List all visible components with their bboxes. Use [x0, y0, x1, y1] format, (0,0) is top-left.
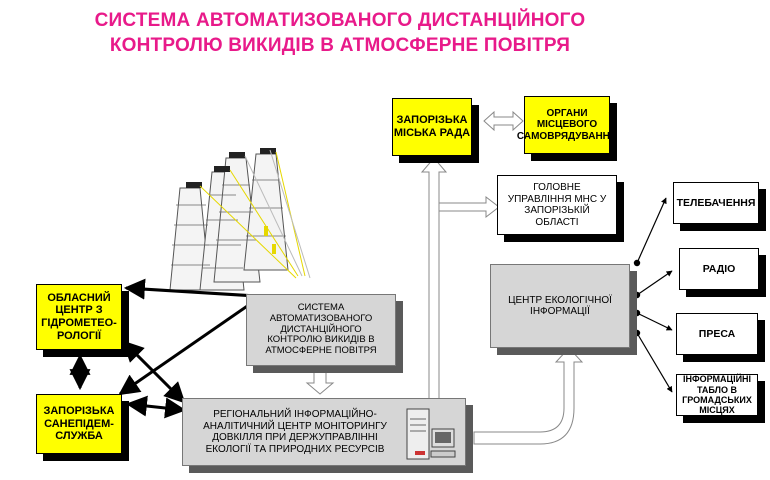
self-government-label: ОРГАНИ МІСЦЕВОГО САМОВРЯДУВАННЯ: [516, 107, 618, 142]
computer-server-icon: [406, 408, 456, 460]
eco-info-center-label: ЦЕНТР ЕКОЛОГІЧНОЇ ІНФОРМАЦІЇ: [508, 294, 612, 318]
public-boards-label: ІНФОРМАЦІЙНІ ТАБЛО В ГРОМАДСЬКИХ МІСЦЯХ: [682, 374, 752, 416]
press-box: ПРЕСА: [676, 313, 758, 355]
city-council-label: ЗАПОРІЗЬКА МІСЬКА РАДА: [393, 114, 471, 139]
title-line-1: СИСТЕМА АВТОМАТИЗОВАНОГО ДИСТАНЦІЙНОГО: [94, 10, 586, 31]
sanitary-box: ЗАПОРІЗЬКА САНЕПІДЕМ-СЛУЖБА: [36, 394, 122, 454]
press-label: ПРЕСА: [698, 327, 736, 340]
tv-label: ТЕЛЕБАЧЕННЯ: [676, 196, 756, 209]
factory-chimneys-icon: [169, 148, 311, 291]
diagram-title: СИСТЕМА АВТОМАТИЗОВАНОГО ДИСТАНЦІЙНОГО К…: [60, 8, 620, 58]
system-box: СИСТЕМА АВТОМАТИЗОВАНОГО ДИСТАНЦІЙНОГО К…: [246, 294, 396, 366]
mns-label: ГОЛОВНЕ УПРАВЛІННЯ МНС У ЗАПОРІЗЬКІЙ ОБЛ…: [507, 182, 607, 228]
radio-box: РАДІО: [679, 248, 759, 290]
public-boards-box: ІНФОРМАЦІЙНІ ТАБЛО В ГРОМАДСЬКИХ МІСЦЯХ: [676, 374, 758, 416]
regional-center-box: РЕГІОНАЛЬНИЙ ІНФОРМАЦІЙНО-АНАЛІТИЧНИЙ ЦЕ…: [182, 398, 466, 466]
regional-center-label: РЕГІОНАЛЬНИЙ ІНФОРМАЦІЙНО-АНАЛІТИЧНИЙ ЦЕ…: [203, 409, 387, 455]
title-line-2: КОНТРОЛЮ ВИКИДІВ В АТМОСФЕРНЕ ПОВІТРЯ: [109, 35, 571, 56]
mns-box: ГОЛОВНЕ УПРАВЛІННЯ МНС У ЗАПОРІЗЬКІЙ ОБЛ…: [497, 175, 617, 235]
hydromet-label: ОБЛАСНИЙ ЦЕНТР З ГІДРОМЕТЕО-РОЛОГІЇ: [41, 291, 117, 342]
hydromet-box: ОБЛАСНИЙ ЦЕНТР З ГІДРОМЕТЕО-РОЛОГІЇ: [36, 284, 122, 350]
self-government-box: ОРГАНИ МІСЦЕВОГО САМОВРЯДУВАННЯ: [517, 96, 617, 154]
eco-info-center-box: ЦЕНТР ЕКОЛОГІЧНОЇ ІНФОРМАЦІЇ: [490, 264, 630, 348]
city-council-box: ЗАПОРІЗЬКА МІСЬКА РАДА: [392, 98, 472, 156]
sanitary-label: ЗАПОРІЗЬКА САНЕПІДЕМ-СЛУЖБА: [43, 405, 115, 443]
tv-box: ТЕЛЕБАЧЕННЯ: [673, 182, 759, 224]
system-label: СИСТЕМА АВТОМАТИЗОВАНОГО ДИСТАНЦІЙНОГО К…: [265, 301, 377, 357]
radio-label: РАДІО: [702, 262, 736, 275]
